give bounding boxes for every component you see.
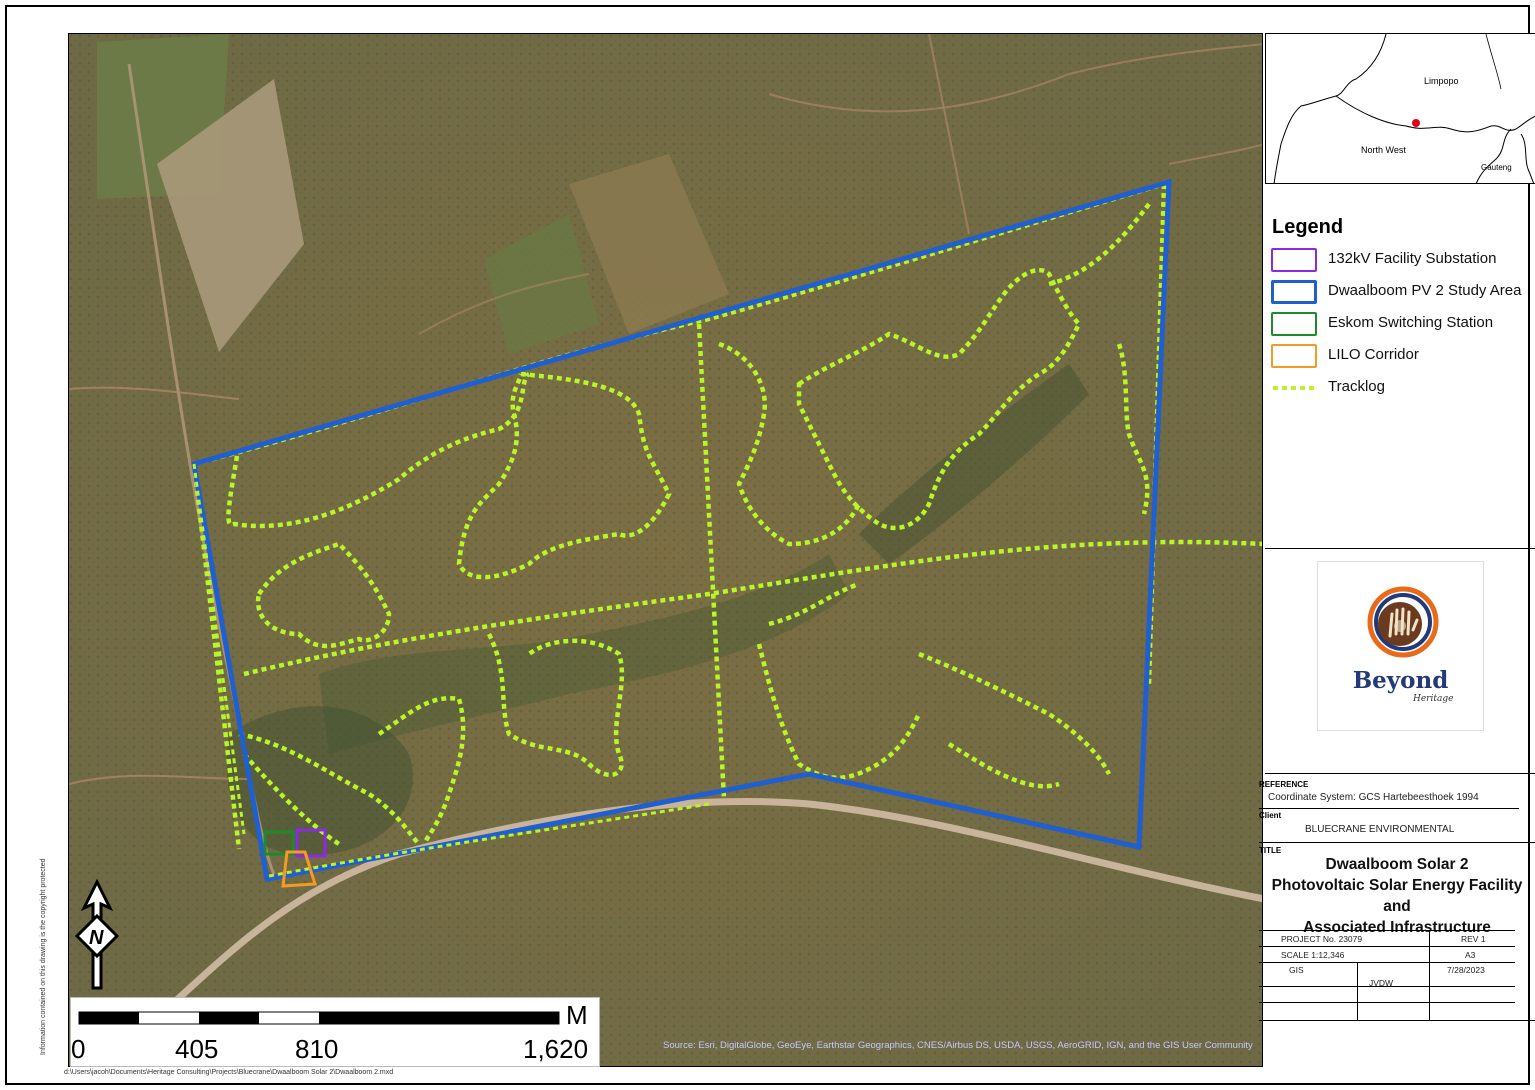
tracklog-overlap [192, 463, 710, 878]
map-view[interactable] [68, 33, 1263, 1067]
inset-label-north-west: North West [1361, 145, 1406, 155]
legend-title: Legend [1272, 216, 1344, 238]
scale-tick-0: 0 [71, 1034, 86, 1064]
legend-item-tracklog: Tracklog [1271, 376, 1535, 402]
legend-swatch-study-area [1271, 280, 1317, 304]
track [69, 386, 240, 400]
company-logo: Beyond Heritage [1317, 561, 1484, 731]
scale-tick-405: 405 [175, 1034, 219, 1064]
reference-header: REFERENCE [1259, 780, 1309, 789]
scale-tick-1620: 1,620 [523, 1034, 589, 1064]
dense-vegetation [859, 364, 1089, 564]
client-name: BLUECRANE ENVIRONMENTAL [1305, 824, 1455, 835]
field-parcel [569, 154, 729, 334]
side-panel: Limpopo North West Gauteng Legend 132kV … [1259, 33, 1535, 1023]
track [1168, 143, 1262, 165]
imagery-attribution: Source: Esri, DigitalGlobe, GeoEye, Eart… [663, 1040, 1253, 1051]
project-number: PROJECT No. 23079 [1281, 934, 1363, 944]
scale-bar: M 0 405 810 1,620 [70, 997, 600, 1067]
legend-swatch-tracklog [1273, 386, 1315, 390]
legend-swatch-substation [1271, 248, 1317, 272]
legend-item-switching-station: Eskom Switching Station [1271, 312, 1535, 338]
locality-inset-map[interactable]: Limpopo North West Gauteng [1265, 33, 1535, 183]
map-title-line-3: Associated Infrastructure [1303, 919, 1491, 936]
map-title: Dwaalboom Solar 2 Photovoltaic Solar Ene… [1259, 854, 1535, 938]
scale-unit: M [566, 1000, 588, 1030]
track [768, 43, 1262, 113]
facility-substation [295, 828, 327, 858]
logo-wordmark: Beyond [1352, 667, 1449, 694]
map-title-line-2: Photovoltaic Solar Energy Facility and [1271, 877, 1523, 915]
map-canvas[interactable] [69, 34, 1263, 1067]
inset-label-limpopo: Limpopo [1424, 76, 1459, 86]
gis-label: GIS [1289, 965, 1304, 975]
client-header: Client [1259, 811, 1282, 820]
dense-vegetation [226, 706, 413, 856]
copyright-note: Information contained on this drawing is… [40, 858, 47, 1055]
legend: Legend 132kV Facility Substation Dwaalbo… [1265, 183, 1535, 548]
scale-tick-810: 810 [295, 1034, 339, 1064]
track [418, 273, 590, 335]
map-date: 7/28/2023 [1447, 965, 1485, 975]
north-arrow: N [72, 878, 122, 993]
title-header: TITLE [1259, 846, 1282, 855]
drawn-by: JVDW [1369, 978, 1394, 988]
track [928, 34, 970, 235]
study-area-boundary [191, 178, 1172, 882]
field-parcel [157, 79, 304, 352]
legend-item-study-area: Dwaalboom PV 2 Study Area [1271, 280, 1535, 306]
logo-section: Beyond Heritage [1265, 548, 1535, 758]
revision: REV 1 [1461, 934, 1486, 944]
legend-item-substation: 132kV Facility Substation [1271, 248, 1535, 274]
scale-ratio: SCALE 1:12,346 [1281, 950, 1345, 960]
logo-tagline: Heritage [1413, 694, 1454, 704]
lilo-corridor [281, 850, 318, 888]
north-arrow-label: N [89, 927, 104, 949]
dense-vegetation [319, 554, 849, 754]
coordinate-system: Coordinate System: GCS Hartebeesthoek 19… [1268, 792, 1479, 803]
title-block: REFERENCE Coordinate System: GCS Hartebe… [1259, 773, 1535, 1023]
legend-item-lilo-corridor: LILO Corridor [1271, 344, 1535, 370]
legend-swatch-lilo-corridor [1271, 344, 1317, 368]
track [69, 774, 250, 785]
legend-swatch-switching-station [1271, 312, 1317, 336]
inset-label-gauteng: Gauteng [1481, 163, 1512, 172]
site-location-marker [1412, 119, 1420, 127]
file-path: d:\Users\jacoh\Documents\Heritage Consul… [64, 1069, 394, 1076]
eskom-switching-station [263, 830, 295, 856]
paper-size: A3 [1465, 950, 1476, 960]
map-title-line-1: Dwaalboom Solar 2 [1325, 856, 1469, 873]
